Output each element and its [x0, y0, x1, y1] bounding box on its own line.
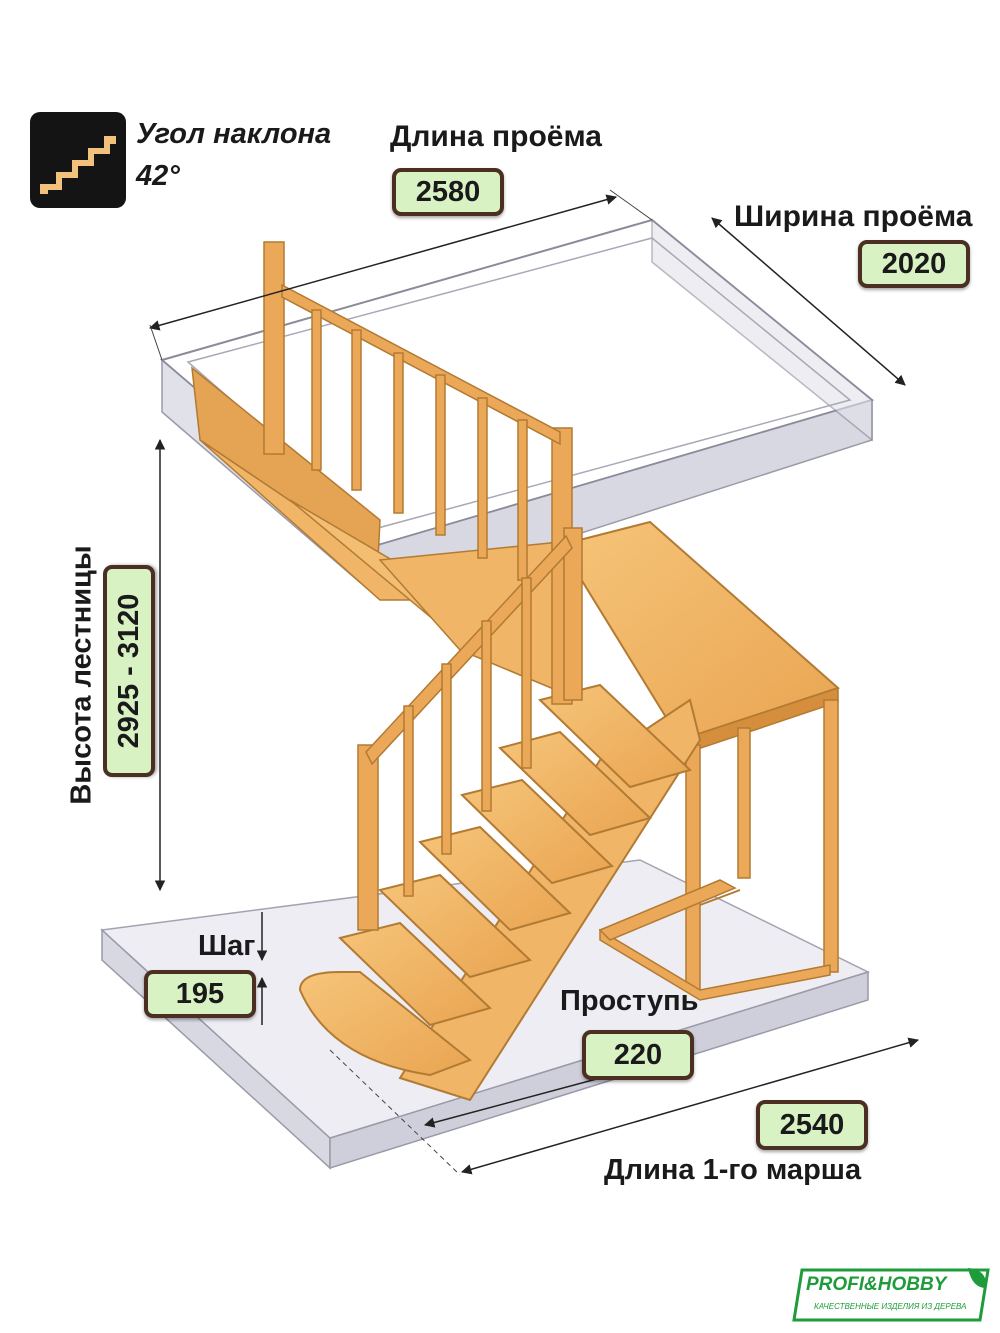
opening-width-value: 2020	[858, 240, 970, 288]
opening-length-dimension	[148, 189, 653, 361]
stair-height-value: 2925 - 3120	[103, 565, 155, 777]
opening-width-dimension	[711, 217, 906, 386]
opening-width-label: Ширина проёма	[734, 200, 973, 233]
opening-length-label: Длина проёма	[390, 120, 602, 153]
stairs-icon	[30, 112, 126, 208]
angle-value: 42°	[136, 160, 180, 192]
flight-length-value: 2540	[756, 1100, 868, 1150]
logo-tagline: КАЧЕСТВЕННЫЕ ИЗДЕЛИЯ ИЗ ДЕРЕВА	[814, 1302, 967, 1311]
step-rise-label: Шаг	[198, 930, 256, 962]
angle-label: Угол наклона	[136, 118, 332, 150]
tread-depth-value: 220	[582, 1030, 694, 1080]
opening-length-value: 2580	[392, 168, 504, 216]
step-rise-value: 195	[144, 970, 256, 1018]
logo-name: PROFI&HOBBY	[806, 1274, 947, 1295]
brand-logo: PROFI&HOBBY КАЧЕСТВЕННЫЕ ИЗДЕЛИЯ ИЗ ДЕРЕ…	[792, 1266, 992, 1324]
tread-depth-label: Проступь	[560, 985, 699, 1017]
lower-railing	[357, 527, 583, 931]
lower-steps	[298, 683, 692, 1077]
stair-height-label: Высота лестницы	[65, 545, 98, 805]
landing-platform	[558, 520, 840, 1001]
flight-length-dimension	[329, 1037, 920, 1176]
flight-length-label: Длина 1-го марша	[604, 1154, 862, 1186]
